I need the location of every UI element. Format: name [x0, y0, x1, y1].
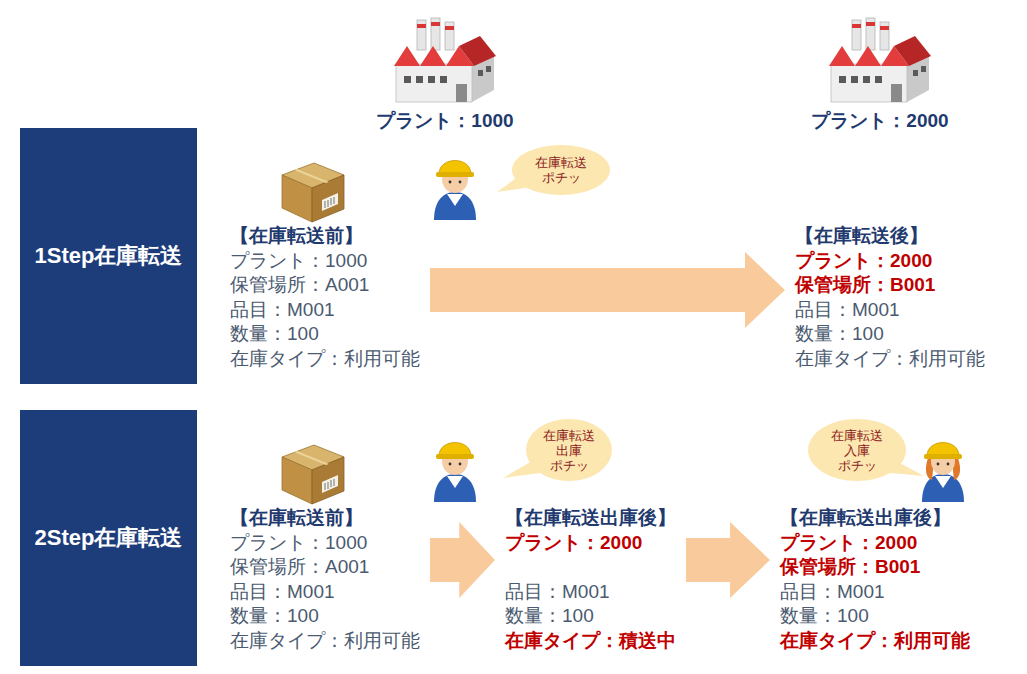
transfer-arrow: [686, 522, 770, 598]
state-line: 品目：M001: [795, 298, 985, 323]
stock-state: 【在庫転送前】プラント：1000保管場所：A001品目：M001数量：100在庫…: [220, 506, 430, 653]
state-line: 品目：M001: [230, 580, 420, 605]
state-heading: 【在庫転送後】: [795, 224, 985, 249]
bubble-text: 在庫転送 ポチッ: [530, 155, 592, 185]
factory-icon: [829, 18, 931, 102]
state-line: 保管場所：A001: [230, 273, 420, 298]
plant-label: プラント：2000: [770, 108, 990, 134]
box-icon: [282, 163, 344, 222]
step-band: 1Step在庫転送: [20, 128, 197, 384]
state-line: 在庫タイプ：利用可能: [780, 629, 970, 654]
state-heading: 【在庫転送出庫後】: [505, 506, 676, 531]
state-line: 在庫タイプ：利用可能: [230, 629, 420, 654]
plant-label: プラント：1000: [335, 108, 555, 134]
speech-bubble: 在庫転送 ポチッ: [512, 145, 610, 195]
worker-icon: [434, 443, 476, 503]
state-line: 数量：100: [505, 604, 676, 629]
state-line: プラント：2000: [780, 531, 970, 556]
stock-state: 【在庫転送出庫後】プラント：2000保管場所：B001品目：M001数量：100…: [770, 506, 980, 653]
transfer-arrow: [430, 252, 785, 328]
stock-state: 【在庫転送出庫後】プラント：2000 品目：M001数量：100在庫タイプ：積送中: [495, 506, 686, 653]
state-line: プラント：1000: [230, 249, 420, 274]
step-band: 2Step在庫転送: [20, 410, 197, 666]
state-line: 在庫タイプ：利用可能: [795, 347, 985, 372]
stock-state: 【在庫転送後】プラント：2000保管場所：B001品目：M001数量：100在庫…: [785, 224, 995, 371]
stock-state: 【在庫転送前】プラント：1000保管場所：A001品目：M001数量：100在庫…: [220, 224, 430, 371]
worker-icon: [922, 443, 964, 503]
state-line: 品目：M001: [505, 580, 676, 605]
band-title: 1Step在庫転送: [35, 241, 183, 271]
state-line: 品目：M001: [230, 298, 420, 323]
speech-bubble: 在庫転送 入庫 ポチッ: [808, 419, 906, 481]
state-line: プラント：2000: [795, 249, 985, 274]
state-line: 保管場所：B001: [795, 273, 985, 298]
state-heading: 【在庫転送出庫後】: [780, 506, 970, 531]
state-line: 保管場所：A001: [230, 555, 420, 580]
state-line: 数量：100: [795, 322, 985, 347]
state-line: 数量：100: [780, 604, 970, 629]
band-title: 2Step在庫転送: [35, 523, 183, 553]
state-line: 数量：100: [230, 604, 420, 629]
speech-bubble: 在庫転送 出庫 ポチッ: [526, 419, 612, 481]
state-line: プラント：2000: [505, 531, 676, 556]
state-line: 在庫タイプ：利用可能: [230, 347, 420, 372]
box-icon: [282, 445, 344, 504]
state-heading: 【在庫転送前】: [230, 224, 420, 249]
state-line: 品目：M001: [780, 580, 970, 605]
factory-icon: [394, 18, 496, 102]
state-line: 数量：100: [230, 322, 420, 347]
worker-icon: [434, 161, 476, 221]
state-line: 保管場所：B001: [780, 555, 970, 580]
bubble-text: 在庫転送 入庫 ポチッ: [826, 428, 888, 473]
bubble-text: 在庫転送 出庫 ポチッ: [538, 428, 600, 473]
state-line: 在庫タイプ：積送中: [505, 629, 676, 654]
state-line: プラント：1000: [230, 531, 420, 556]
transfer-arrow: [430, 522, 495, 598]
state-heading: 【在庫転送前】: [230, 506, 420, 531]
